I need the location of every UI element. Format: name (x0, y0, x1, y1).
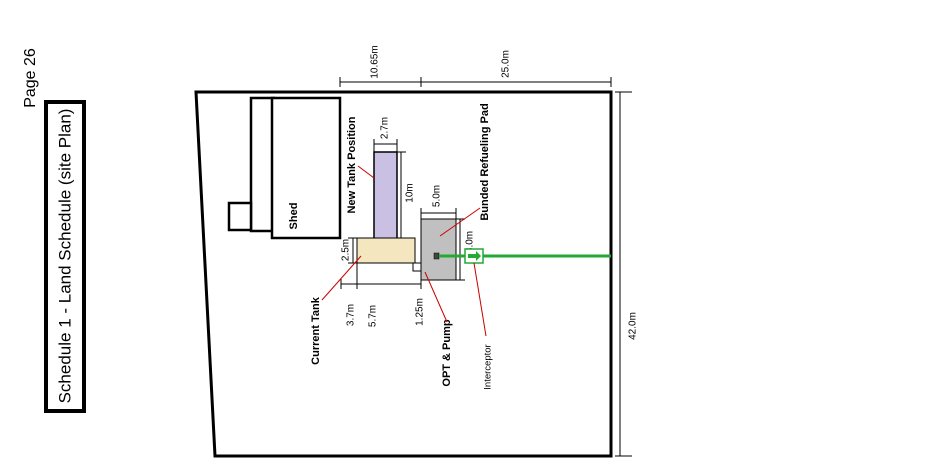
current-tank-label: Current Tank (310, 296, 322, 365)
pump-marker (433, 252, 440, 260)
page-label: Page 26 (22, 48, 39, 108)
shed-label: Shed (288, 203, 300, 230)
dim-current-tank-width: 2.5m (341, 239, 352, 261)
bunded-pad-label: Bunded Refueling Pad (479, 103, 491, 220)
dim-top-right: 25.0m (501, 50, 512, 78)
shed-annex (227, 201, 253, 232)
site-boundary (194, 90, 613, 458)
dim-top-left: 10.65m (370, 45, 381, 78)
opt-pump-label: OPT & Pump (441, 319, 453, 387)
dim-pump-offset: 1.25m (415, 298, 426, 326)
shed-outer (249, 96, 276, 233)
shed (270, 96, 342, 240)
title-box (44, 100, 86, 413)
current-tank-leader (321, 255, 362, 301)
dim-new-tank-length: 10m (405, 183, 416, 202)
dim-current-tank-5-7: 5.7m (368, 305, 379, 327)
flow-arrow-icon (468, 251, 481, 261)
current-tank (356, 237, 416, 264)
page-title: Schedule 1 - Land Schedule (site Plan) (55, 109, 74, 404)
dim-pad-width: 5.0m (432, 185, 443, 207)
opt-pump-leader (424, 271, 448, 323)
new-tank-leader (357, 165, 375, 179)
dim-new-tank-width: 2.7m (380, 117, 391, 139)
new-tank-label: New Tank Position (346, 116, 358, 213)
dim-right-side: 42.0m (628, 312, 639, 340)
dim-pad-length: 8.0m (465, 231, 476, 253)
interceptor-leader (473, 262, 487, 337)
bunded-pad-leader (439, 207, 481, 237)
valve-box (412, 262, 422, 272)
interceptor-label: Interceptor (483, 344, 494, 389)
dim-current-tank-3-7: 3.7m (346, 304, 357, 326)
